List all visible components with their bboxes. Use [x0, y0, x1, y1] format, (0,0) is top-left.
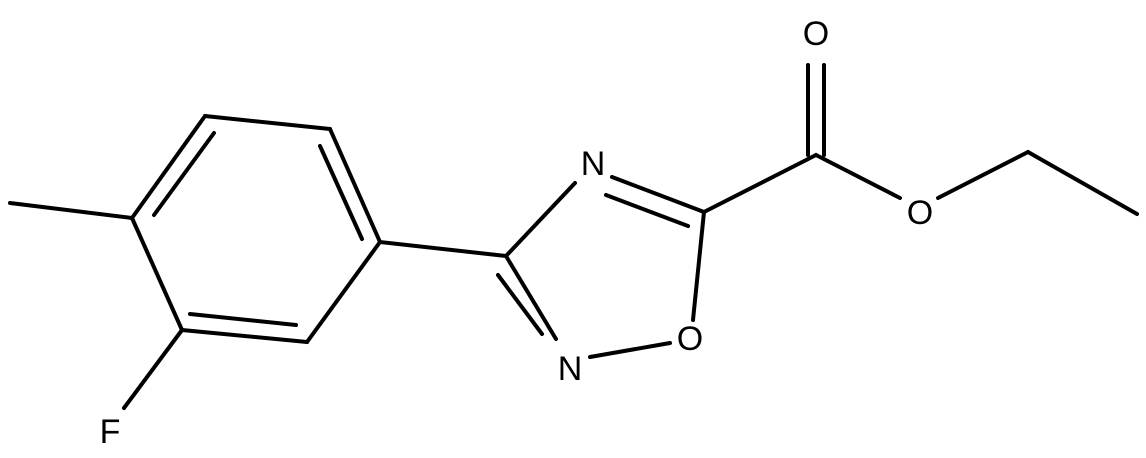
bond-ring-1-inner	[152, 131, 216, 217]
bond-c-f	[122, 328, 184, 410]
atom-o-ester: O	[907, 194, 933, 232]
bond-o-ch2	[936, 150, 1030, 200]
bond-ring-5-inner	[188, 312, 298, 327]
bond-aryl-oxadiazole	[378, 240, 508, 258]
oxadiazole-ring	[496, 175, 706, 359]
bond-ring-6	[130, 216, 184, 332]
bond-ring-3-inner	[318, 144, 364, 241]
bond-c5-carbonyl-c	[702, 153, 818, 214]
bond-c3-n4	[504, 181, 577, 258]
bond-ring-4	[305, 240, 382, 344]
benzene-ring	[130, 114, 382, 344]
bond-n2-c3	[504, 254, 558, 341]
bond-n4-c5-inner	[604, 193, 690, 228]
bond-methyl	[8, 201, 134, 220]
atom-n-ring-bottom: N	[558, 350, 583, 388]
bond-n2-c3-inner	[496, 273, 544, 336]
bond-ring-1	[130, 114, 207, 220]
bond-n4-c5	[610, 175, 706, 214]
bond-ch2-ch3	[1026, 150, 1139, 216]
atom-n-ring-top: N	[581, 145, 606, 183]
atom-f: F	[100, 413, 121, 451]
bond-ring-3	[328, 127, 382, 244]
bond-c5-o1	[691, 210, 706, 322]
bond-ring-5	[180, 328, 309, 344]
bond-ring-2	[203, 114, 332, 131]
bond-o1-n2	[588, 341, 672, 359]
bond-carbonyl-c-o	[814, 153, 902, 200]
atom-o-ring: O	[677, 320, 703, 358]
atom-o-carbonyl: O	[803, 15, 829, 53]
